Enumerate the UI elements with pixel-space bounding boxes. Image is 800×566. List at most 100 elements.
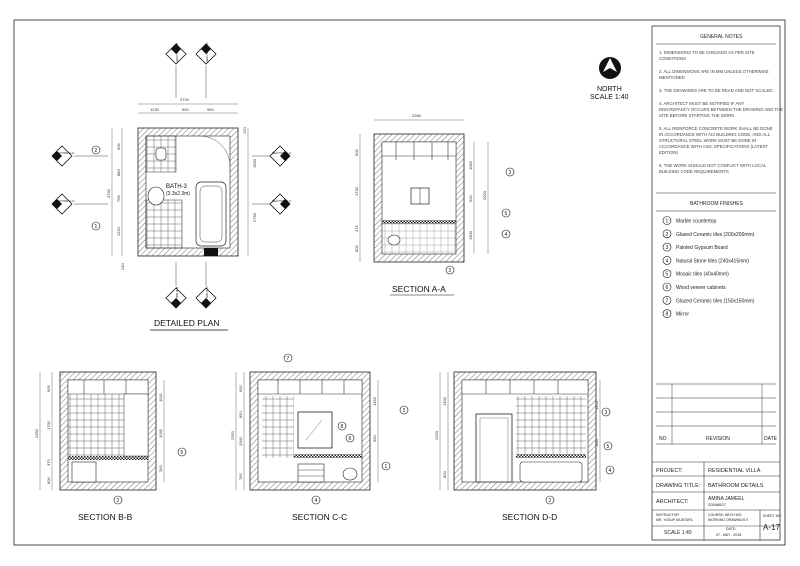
general-notes: GENERAL NOTES bbox=[656, 34, 776, 45]
north-label: NORTH bbox=[597, 86, 622, 93]
course-name: WORKING DRAWINGS II bbox=[708, 518, 748, 522]
svg-text:8: 8 bbox=[341, 424, 344, 430]
instructor-name: MR. YUSUF MUSTAFA bbox=[656, 518, 693, 522]
bb-vanity bbox=[71, 461, 97, 483]
date-value: 07 - MAY - 2018 bbox=[716, 533, 741, 537]
plan-dim-right-3: 120 bbox=[242, 127, 247, 134]
drawing-title-value: BATHROOM DETAILS bbox=[708, 483, 764, 489]
general-note-item: 2. ALL DIMENSIONS ARE IN MM UNLESS OTHER… bbox=[659, 69, 769, 80]
finish-number: 6 bbox=[666, 285, 669, 291]
plan-bathtub bbox=[195, 181, 227, 247]
svg-text:1730: 1730 bbox=[354, 186, 359, 196]
svg-text:2: 2 bbox=[449, 268, 452, 274]
plan-dim-top-total: 2720 bbox=[180, 97, 190, 102]
finish-label: Marble countertop bbox=[676, 219, 717, 225]
cc-cabinet bbox=[297, 463, 325, 483]
plan-dim-right-1: 1550 bbox=[252, 158, 257, 168]
svg-text:2: 2 bbox=[117, 498, 120, 504]
svg-text:1450: 1450 bbox=[372, 396, 377, 406]
svg-text:1730: 1730 bbox=[46, 420, 51, 430]
finish-label: Painted Gypsum Board bbox=[676, 245, 728, 251]
svg-text:SECTION A-A: SECTION A-A bbox=[55, 151, 74, 155]
svg-text:SECTION C-C: SECTION C-C bbox=[55, 199, 75, 203]
aa-toilet bbox=[387, 234, 401, 246]
svg-text:800: 800 bbox=[354, 245, 359, 252]
svg-text:3: 3 bbox=[403, 408, 406, 414]
plan-room-label: BATH-3 bbox=[166, 184, 188, 190]
architect-label: ARCHITECT: bbox=[656, 499, 689, 505]
plan-room-size: (3.3x2.3m) bbox=[166, 191, 190, 197]
section-aa-title: SECTION A-A bbox=[392, 284, 446, 294]
date-label: DATE: bbox=[726, 527, 736, 531]
svg-text:600: 600 bbox=[354, 149, 359, 156]
plan-section-tag-top-2: SECTION D-D bbox=[195, 42, 217, 98]
dd-mosaic-band bbox=[516, 454, 586, 458]
cc-marker-1: 1 bbox=[381, 461, 391, 471]
finish-marker bbox=[662, 229, 672, 239]
plan-floor-tiles bbox=[145, 199, 183, 249]
svg-text:3: 3 bbox=[509, 170, 512, 176]
revision-table: NO REVISION DATE bbox=[656, 383, 778, 445]
svg-text:600: 600 bbox=[372, 435, 377, 442]
plan-title: DETAILED PLAN bbox=[154, 318, 220, 328]
svg-text:SECTION D-D: SECTION D-D bbox=[205, 286, 209, 306]
finish-label: Glazed Ceramic tiles (150x150mm) bbox=[676, 298, 755, 304]
plan-dim-top-2: 500 bbox=[182, 107, 189, 112]
revision-date-header: DATE bbox=[764, 436, 778, 442]
svg-text:1300: 1300 bbox=[468, 230, 473, 240]
svg-text:3: 3 bbox=[605, 410, 608, 416]
svg-text:2350: 2350 bbox=[434, 430, 439, 440]
plan-dim-top-1: 1230 bbox=[150, 107, 160, 112]
svg-text:SECTION D-D: SECTION D-D bbox=[205, 42, 209, 62]
bb-mosaic-band bbox=[68, 456, 148, 460]
finish-label: Mirror bbox=[676, 312, 689, 318]
finish-marker bbox=[662, 309, 672, 318]
finish-number: 4 bbox=[666, 258, 669, 264]
finish-marker bbox=[662, 295, 672, 305]
plan-dim-left-total: 3760 bbox=[106, 188, 111, 198]
svg-text:600: 600 bbox=[468, 195, 473, 202]
finish-label: Glazed Ceramic tiles (200x200mm) bbox=[676, 232, 755, 238]
revision-no-header: NO bbox=[659, 436, 667, 442]
svg-text:4: 4 bbox=[505, 232, 508, 238]
section-cc-title: SECTION C-C bbox=[292, 512, 347, 522]
bb-marker-2: 2 bbox=[113, 495, 123, 505]
title-block: PROJECT: RESIDENTIAL VILLA DRAWING TITLE… bbox=[652, 461, 782, 540]
aa-ceiling-panels bbox=[381, 141, 457, 157]
finish-marker bbox=[662, 216, 672, 225]
architect-id: 20548627 bbox=[708, 502, 727, 507]
course-label: COURSE: ARCH 402 bbox=[708, 513, 742, 517]
plan-dim-left-4: 1220 bbox=[116, 226, 121, 236]
plan-door-block bbox=[204, 248, 218, 256]
svg-text:2: 2 bbox=[95, 148, 98, 154]
aa-mosaic-band bbox=[382, 220, 456, 224]
svg-text:5: 5 bbox=[181, 450, 184, 456]
section-aa: 2280 600 1730 475 800 1050 2000 600 1300… bbox=[354, 113, 515, 296]
svg-text:1: 1 bbox=[95, 224, 98, 230]
plan-dim-left-3: 765 bbox=[116, 195, 121, 202]
svg-text:850: 850 bbox=[238, 411, 243, 418]
scale-label: SCALE 1:40 bbox=[664, 530, 692, 536]
cc-marker-7: 7 bbox=[283, 353, 293, 363]
plan-marker-1: 1 bbox=[91, 221, 101, 231]
cc-marker-8: 8 bbox=[337, 421, 347, 431]
north-arrow: NORTH SCALE 1:40 bbox=[590, 57, 629, 101]
dd-marker-2: 2 bbox=[545, 495, 555, 505]
svg-text:7: 7 bbox=[287, 356, 290, 362]
sheet-border bbox=[13, 19, 786, 546]
sheet-number: A-17 bbox=[763, 523, 780, 532]
sheet-label: SHEET NO: bbox=[763, 514, 782, 518]
svg-text:2350: 2350 bbox=[34, 428, 39, 438]
svg-text:1: 1 bbox=[385, 464, 388, 470]
svg-text:1110: 1110 bbox=[158, 393, 163, 402]
finish-number: 1 bbox=[666, 219, 669, 225]
general-note-item: 3. THE DRAWINGS ARE TO BE READ AND NOT S… bbox=[659, 88, 772, 93]
general-note-item: 6. THE WORK SHOULD NOT CONFLICT WITH LOC… bbox=[659, 163, 767, 174]
finish-marker bbox=[662, 256, 672, 265]
cc-marker-6: 6 bbox=[345, 433, 355, 443]
svg-text:5: 5 bbox=[505, 211, 508, 217]
plan-section-tag-right-2: SECTION C-C bbox=[252, 193, 292, 215]
svg-text:SECTION C-C: SECTION C-C bbox=[272, 199, 292, 203]
